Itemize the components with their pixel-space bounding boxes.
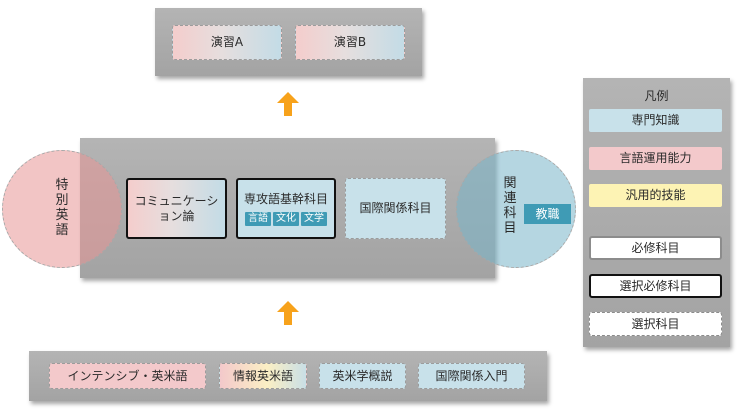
legend-panel: 凡例 専門知識 言語運用能力 汎用的技能 必修科目 選択必修科目 選択科目	[583, 78, 730, 347]
major-tags: 言語文化文学	[244, 210, 328, 226]
international-label: 国際関係科目	[359, 201, 432, 215]
tokubetsu-eigo-circle	[2, 150, 122, 268]
legend-sentaku-hisshu: 選択必修科目	[589, 274, 722, 298]
course-kokusai-nyumon-label: 国際関係入門	[435, 368, 508, 383]
teacher-tag: 教職	[524, 204, 571, 224]
arrow-up-icon	[277, 92, 299, 116]
course-enshu-a: 演習A	[172, 25, 282, 60]
course-kokusai-nyumon: 国際関係入門	[418, 363, 525, 389]
course-gaisetsu: 英米学概説	[319, 363, 406, 389]
legend-gengo-unyo: 言語運用能力	[589, 147, 722, 170]
legend-sentaku-hisshu-label: 選択必修科目	[619, 278, 692, 293]
tag-gengo: 言語	[245, 211, 271, 226]
legend-hisshu: 必修科目	[589, 236, 722, 260]
legend-hanyo-gino-label: 汎用的技能	[625, 188, 686, 202]
course-enshu-a-label: 演習A	[210, 35, 244, 49]
legend-hisshu-label: 必修科目	[631, 240, 680, 255]
legend-gengo-unyo-label: 言語運用能力	[619, 151, 692, 165]
legend-hanyo-gino: 汎用的技能	[589, 184, 722, 207]
course-intensive: インテンシブ・英米語	[49, 363, 206, 389]
legend-sentaku-label: 選択科目	[631, 316, 680, 331]
major-title: 専攻語基幹科目	[243, 191, 328, 206]
tokubetsu-eigo-label: 特別英語	[55, 178, 69, 238]
communication-label: コミュニケーション論	[134, 193, 219, 223]
course-gaisetsu-label: 英米学概説	[332, 368, 393, 383]
kanren-kamoku-label: 関連科目	[503, 176, 517, 236]
tag-bungaku: 文学	[301, 211, 327, 226]
major-box: 専攻語基幹科目 言語文化文学	[236, 178, 336, 239]
course-joho-label: 情報英米語	[232, 368, 293, 383]
legend-senmon-chishiki-label: 専門知識	[631, 113, 680, 127]
course-intensive-label: インテンシブ・英米語	[67, 368, 188, 383]
international-box: 国際関係科目	[345, 178, 446, 239]
legend-senmon-chishiki: 専門知識	[589, 109, 722, 132]
communication-box: コミュニケーション論	[126, 178, 227, 239]
course-joho: 情報英米語	[219, 363, 307, 389]
course-enshu-b-label: 演習B	[333, 35, 367, 49]
top-panel: 演習A 演習B	[155, 8, 422, 76]
legend-title: 凡例	[644, 89, 669, 103]
tag-bunka: 文化	[273, 211, 299, 226]
arrow-up-icon-lower	[277, 301, 299, 325]
legend-sentaku: 選択科目	[589, 312, 722, 336]
course-enshu-b: 演習B	[295, 25, 405, 60]
bottom-panel: インテンシブ・英米語 情報英米語 英米学概説 国際関係入門	[29, 351, 547, 401]
